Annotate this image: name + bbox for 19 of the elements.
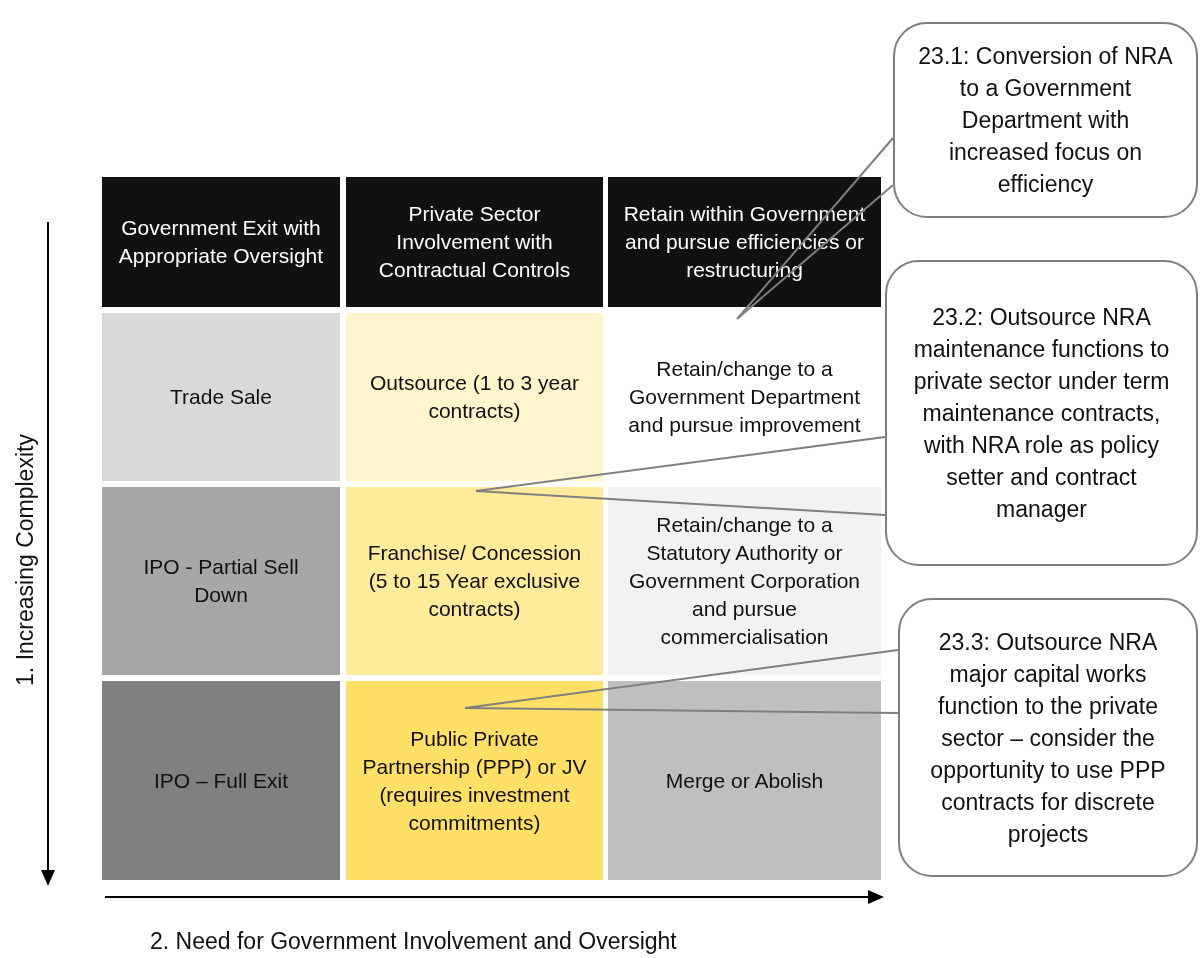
matrix-cell: IPO - Partial Sell Down [102, 487, 340, 675]
axis-title: 2. Need for Government Involvement and Oversight [150, 928, 677, 955]
column-header: Private Sector Involvement with Contractual Controls [346, 177, 603, 307]
leader-line [736, 137, 894, 320]
callout-bubble: 23.3: Outsource NRA major capital works function to the private sector – consider the opportunity to use PPP contracts for discrete projects [898, 598, 1198, 877]
matrix-cell: Retain/change to a Statutory Authority or Government Corporation and pursue commercialisation [608, 487, 881, 675]
matrix-cell: Trade Sale [102, 313, 340, 481]
leader-line [475, 436, 886, 516]
matrix-cell: IPO – Full Exit [102, 681, 340, 880]
column-header: Government Exit with Appropriate Oversight [102, 177, 340, 307]
leader-line [464, 649, 899, 714]
axis-title: 1. Increasing Complexity [12, 434, 39, 686]
callout-bubble: 23.1: Conversion of NRA to a Government Department with increased focus on efficiency [893, 22, 1198, 218]
matrix-cell: Franchise/ Concession (5 to 15 Year exclusive contracts) [346, 487, 603, 675]
callout-bubble: 23.2: Outsource NRA maintenance functions to private sector under term maintenance contracts, with NRA role as policy setter and contract manager [885, 260, 1198, 566]
matrix-cell: Public Private Partnership (PPP) or JV (requires investment commitments) [346, 681, 603, 880]
matrix-cell: Merge or Abolish [608, 681, 881, 880]
matrix-cell: Outsource (1 to 3 year contracts) [346, 313, 603, 481]
column-header: Retain within Government and pursue efficiencies or restructuring [608, 177, 881, 307]
